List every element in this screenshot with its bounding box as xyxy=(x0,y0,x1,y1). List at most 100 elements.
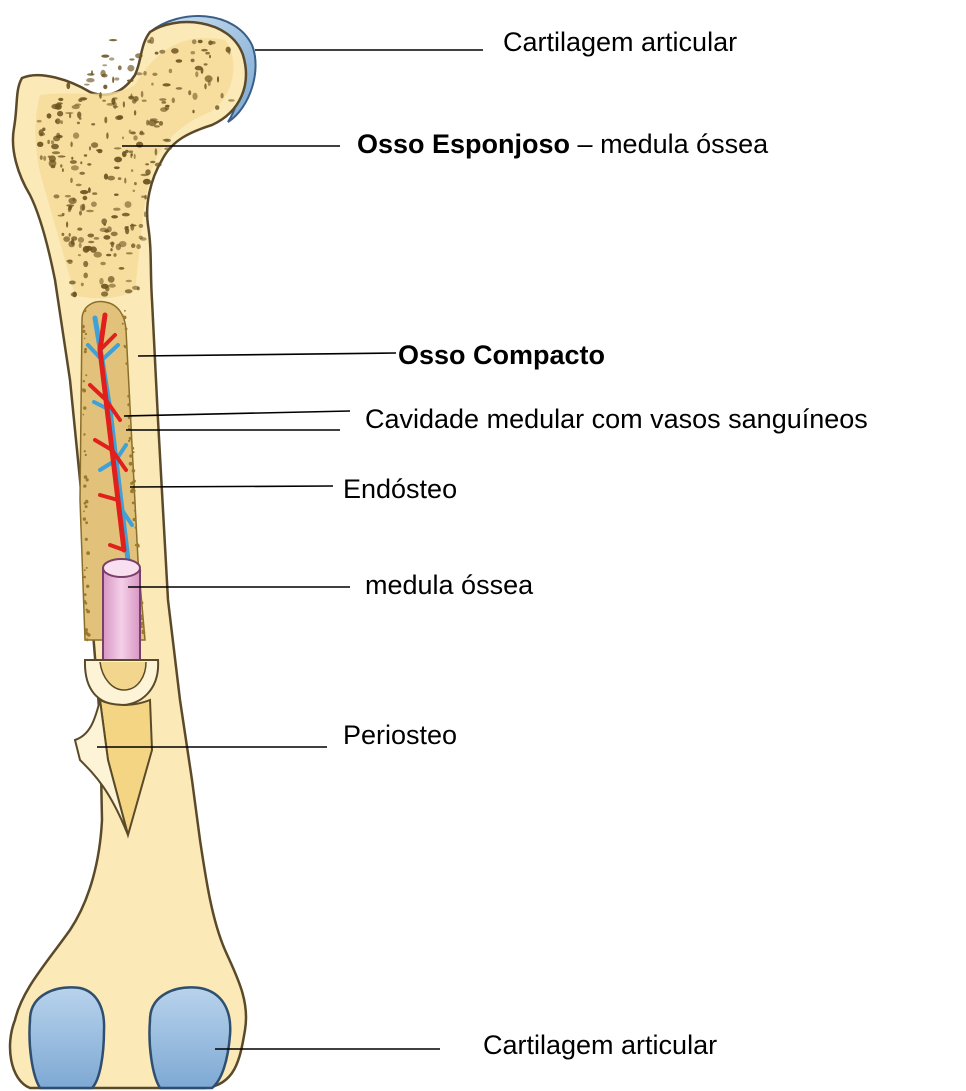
spongy-pore xyxy=(103,85,107,90)
endosteum-dot xyxy=(85,454,87,456)
spongy-pore xyxy=(91,70,93,75)
spongy-pore xyxy=(58,215,65,217)
endosteum-dot xyxy=(122,323,124,325)
spongy-pore xyxy=(171,48,179,54)
endosteum-dot xyxy=(84,338,86,340)
endosteum-dot xyxy=(86,638,89,641)
spongy-pore xyxy=(111,215,118,218)
spongy-pore xyxy=(126,280,132,282)
spongy-pore xyxy=(125,289,133,293)
spongy-pore xyxy=(104,117,107,124)
spongy-pore xyxy=(91,142,98,148)
spongy-pore xyxy=(145,169,150,175)
endosteum-dot xyxy=(83,380,85,382)
spongy-pore xyxy=(209,55,211,59)
endosteum-dot xyxy=(85,485,87,487)
spongy-pore xyxy=(99,92,102,99)
endosteum-dot xyxy=(141,626,143,628)
spongy-pore xyxy=(129,58,134,60)
spongy-pore xyxy=(134,182,137,185)
endosteum-dot xyxy=(83,576,86,579)
spongy-pore xyxy=(51,104,59,109)
spongy-pore xyxy=(107,176,115,181)
endosteum-dot xyxy=(86,585,89,588)
spongy-pore xyxy=(205,52,210,55)
spongy-pore xyxy=(37,120,42,123)
spongy-pore xyxy=(191,59,195,63)
spongy-pore xyxy=(113,208,121,211)
spongy-pore xyxy=(150,161,155,164)
spongy-pore xyxy=(62,168,64,172)
spongy-pore xyxy=(136,72,143,75)
label-periosteum: Periosteo xyxy=(343,719,457,751)
spongy-pore xyxy=(191,51,196,54)
endosteum-dot xyxy=(127,395,130,398)
spongy-pore xyxy=(169,69,172,73)
spongy-pore xyxy=(101,291,108,296)
spongy-pore xyxy=(139,132,144,135)
spongy-pore xyxy=(160,107,168,112)
spongy-pore xyxy=(86,78,94,82)
spongy-pore xyxy=(205,75,213,82)
endosteum-dot xyxy=(132,469,136,473)
spongy-pore xyxy=(81,283,84,287)
spongy-pore xyxy=(152,73,157,76)
spongy-pore xyxy=(109,284,116,288)
spongy-pore xyxy=(91,123,95,125)
endosteum-dot xyxy=(125,328,128,331)
spongy-pore xyxy=(58,155,66,157)
spongy-pore xyxy=(188,90,191,95)
spongy-pore xyxy=(94,237,100,240)
endosteum-dot xyxy=(84,600,87,603)
spongy-pore xyxy=(47,113,52,118)
spongy-pore xyxy=(151,83,153,86)
spongy-pore xyxy=(51,140,54,144)
spongy-pore xyxy=(70,178,73,183)
spongy-pore xyxy=(114,166,120,169)
endosteum-dot xyxy=(84,450,86,452)
endosteum-dot xyxy=(86,551,90,555)
spongy-pore xyxy=(66,260,72,263)
spongy-pore xyxy=(48,156,51,158)
endosteum-dot xyxy=(129,454,132,457)
spongy-pore xyxy=(228,99,235,102)
spongy-pore xyxy=(60,164,62,167)
spongy-pore xyxy=(150,37,155,44)
spongy-pore xyxy=(114,157,122,163)
spongy-pore xyxy=(127,79,134,82)
spongy-pore xyxy=(117,115,123,120)
spongy-pore xyxy=(140,237,147,240)
spongy-pore xyxy=(122,136,124,139)
endosteum-dot xyxy=(84,569,86,571)
spongy-pore xyxy=(69,233,71,237)
spongy-pore xyxy=(76,184,82,187)
endosteum-dot xyxy=(133,451,135,453)
spongy-pore xyxy=(113,253,116,257)
spongy-pore xyxy=(83,273,88,279)
spongy-pore xyxy=(85,246,92,251)
spongy-pore xyxy=(63,236,70,242)
label-medullary-cavity: Cavidade medular com vasos sanguíneos xyxy=(365,403,868,435)
endosteum-dot xyxy=(82,330,85,333)
spongy-pore xyxy=(111,232,118,237)
endosteum-dot xyxy=(124,310,126,312)
endosteum-dot xyxy=(128,425,130,427)
endosteum-dot xyxy=(84,309,87,312)
spongy-pore xyxy=(221,93,224,99)
endosteum-dot xyxy=(132,502,135,505)
spongy-pore xyxy=(164,147,172,150)
spongy-pore xyxy=(135,53,143,58)
spongy-pore xyxy=(123,101,125,107)
spongy-pore xyxy=(159,121,163,126)
spongy-pore xyxy=(87,73,95,76)
spongy-pore xyxy=(119,267,125,270)
endosteum-dot xyxy=(86,567,88,569)
spongy-pore xyxy=(70,160,77,164)
spongy-pore xyxy=(99,278,103,285)
spongy-pore xyxy=(109,57,114,60)
endosteum-dot xyxy=(85,333,87,335)
endosteum-dot xyxy=(124,346,127,349)
spongy-pore xyxy=(60,120,63,124)
spongy-pore xyxy=(79,117,82,119)
spongy-pore xyxy=(122,213,130,217)
